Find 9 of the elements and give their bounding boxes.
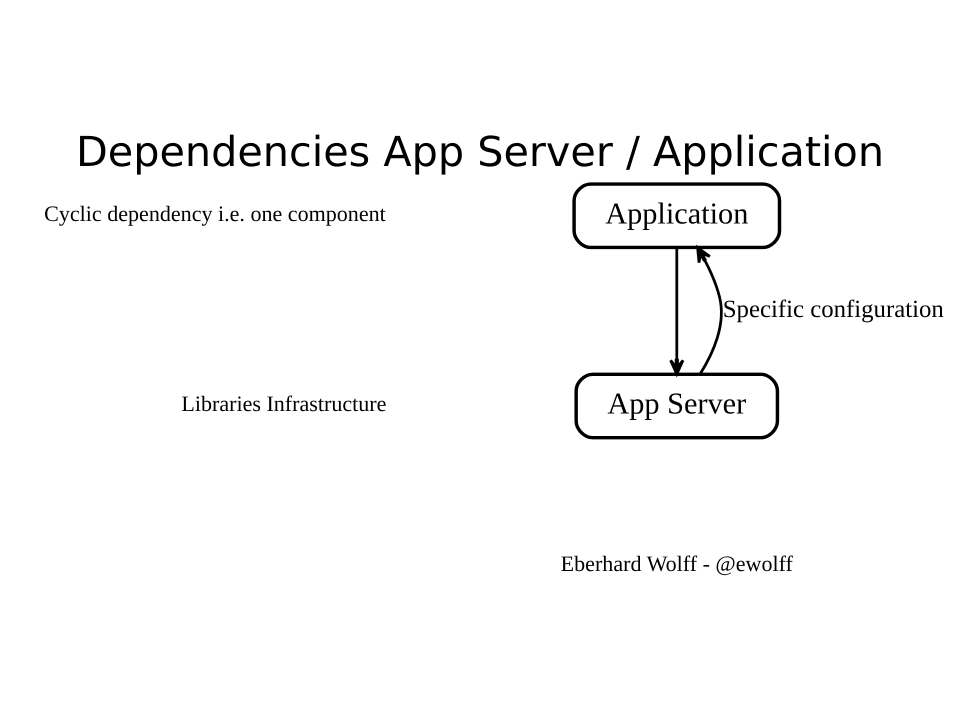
node-box: App Server [574, 372, 780, 439]
edge-label: Specific configuration [722, 295, 944, 322]
arrow [696, 246, 723, 374]
node-box: Application [572, 182, 782, 249]
label: Libraries Infrastructure [181, 390, 386, 416]
diagram-title: Dependencies App Server / Application [76, 128, 884, 176]
label: Cyclic dependency i.e. one component [44, 200, 386, 226]
label: Eberhard Wolff - @ewolff [560, 550, 793, 576]
arrow [669, 247, 684, 375]
